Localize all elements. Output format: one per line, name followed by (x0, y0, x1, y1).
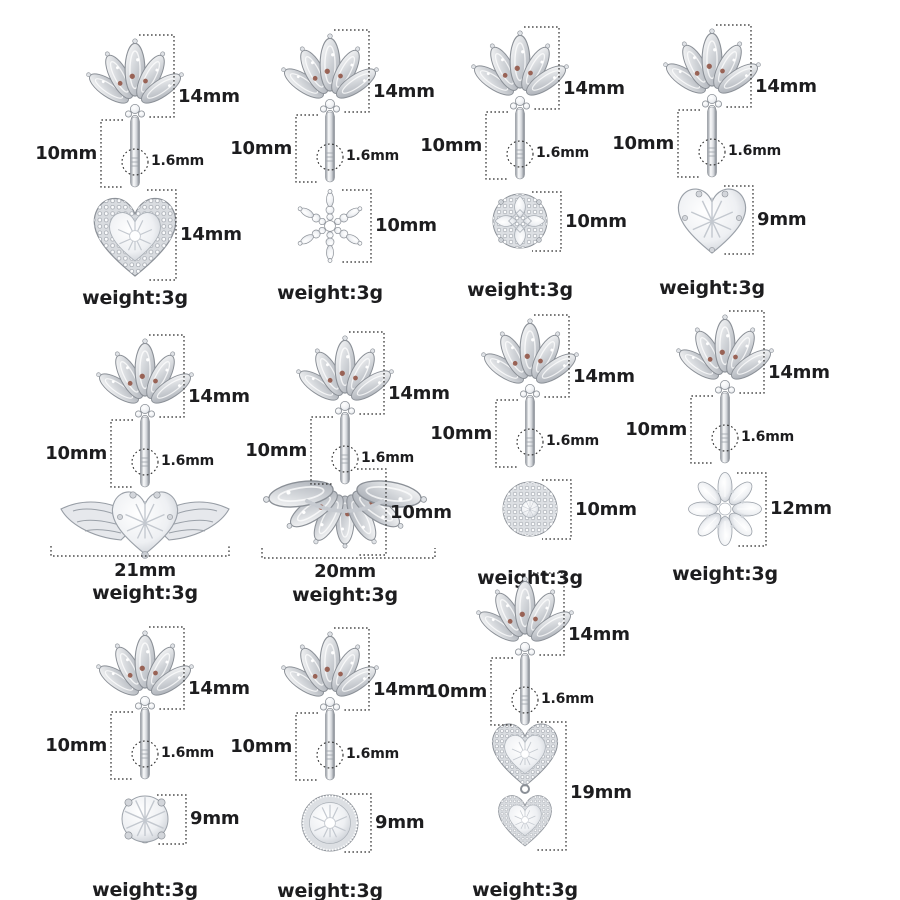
crown-size-label: 14mm (755, 76, 817, 97)
jewelry-illustration (281, 29, 379, 263)
pendant-size-label: 19mm (570, 782, 632, 803)
crown-size-label: 14mm (573, 366, 635, 387)
jewelry-item-snowflake: 14mm 10mm 1.6mm 10mm weight:3g (230, 15, 437, 345)
jewelry-item-pave-halo-heart: 14mm 10mm 1.6mm 14mm weight:3g (35, 20, 242, 350)
weight-label: weight:3g (277, 880, 383, 900)
bar-length-label: 10mm (625, 419, 687, 440)
thread-gauge-label: 1.6mm (361, 450, 414, 466)
thread-gauge-label: 1.6mm (346, 746, 399, 762)
jewelry-illustration (676, 310, 774, 547)
crown-size-label: 14mm (568, 624, 630, 645)
jewelry-illustration (50, 334, 230, 559)
thread-gauge-label: 1.6mm (541, 691, 594, 707)
weight-label: weight:3g (477, 567, 583, 589)
jewelry-item-heart-solitaire: 14mm 10mm 1.6mm 9mm weight:3g (612, 10, 817, 340)
jewelry-illustration (663, 24, 761, 255)
weight-label: weight:3g (292, 584, 398, 606)
thread-gauge-label: 1.6mm (741, 429, 794, 445)
pendant-size-label: 14mm (180, 224, 242, 245)
jewelry-illustration (476, 572, 574, 851)
bar-length-label: 10mm (230, 138, 292, 159)
pendant-size-label: 10mm (375, 215, 437, 236)
thread-gauge-label: 1.6mm (151, 153, 204, 169)
pendant-size-label: 9mm (375, 812, 425, 833)
bar-length-label: 10mm (45, 735, 107, 756)
pendant-size-label: 10mm (390, 502, 452, 523)
jewelry-item-round-halo: 14mm 10mm 1.6mm 9mm weight:3g (230, 613, 435, 900)
bar-length-label: 10mm (230, 736, 292, 757)
thread-gauge-label: 1.6mm (161, 453, 214, 469)
pendant-width-label: 20mm (314, 561, 376, 582)
bar-length-label: 10mm (425, 681, 487, 702)
jewelry-illustration (86, 34, 184, 281)
weight-label: weight:3g (672, 563, 778, 585)
bar-length-label: 10mm (612, 133, 674, 154)
bar-length-label: 10mm (35, 143, 97, 164)
bar-length-label: 10mm (430, 423, 492, 444)
jewelry-item-lotus-fan: 14mm 10mm 1.6mm 10mm 20mm weight:3g (245, 317, 452, 647)
jewelry-illustration (471, 26, 569, 252)
weight-label: weight:3g (659, 277, 765, 299)
jewelry-item-round-solitaire: 14mm 10mm 1.6mm 9mm weight:3g (45, 612, 250, 900)
crown-size-label: 14mm (188, 386, 250, 407)
crown-size-label: 14mm (188, 678, 250, 699)
jewelry-illustration (261, 331, 436, 559)
thread-gauge-label: 1.6mm (536, 145, 589, 161)
crown-size-label: 14mm (388, 383, 450, 404)
thread-gauge-label: 1.6mm (728, 143, 781, 159)
pendant-size-label: 12mm (770, 498, 832, 519)
jewelry-illustration (281, 627, 379, 853)
bar-length-label: 10mm (245, 440, 307, 461)
bar-length-label: 10mm (45, 443, 107, 464)
jewelry-item-double-heart-dangle: 14mm 10mm 1.6mm 19mm weight:3g (425, 558, 632, 900)
bar-length-label: 10mm (420, 135, 482, 156)
jewelry-item-angel-wings-heart: 14mm 10mm 1.6mm 21mm weight:3g (45, 320, 250, 650)
jewelry-item-quad-pave-ball: 14mm 10mm 1.6mm 10mm weight:3g (420, 12, 627, 342)
thread-gauge-label: 1.6mm (546, 433, 599, 449)
pendant-size-label: 10mm (575, 499, 637, 520)
weight-label: weight:3g (92, 879, 198, 900)
pendant-size-label: 9mm (190, 808, 240, 829)
thread-gauge-label: 1.6mm (161, 745, 214, 761)
weight-label: weight:3g (467, 279, 573, 301)
crown-size-label: 14mm (768, 362, 830, 383)
weight-label: weight:3g (92, 582, 198, 604)
jewelry-item-pave-ball-gem: 14mm 10mm 1.6mm 10mm weight:3g (430, 300, 637, 630)
crown-size-label: 14mm (178, 86, 240, 107)
crown-size-label: 14mm (373, 81, 435, 102)
jewelry-illustration (481, 314, 579, 540)
crown-size-label: 14mm (563, 78, 625, 99)
weight-label: weight:3g (82, 287, 188, 309)
pendant-size-label: 9mm (757, 209, 807, 230)
weight-label: weight:3g (472, 879, 578, 900)
thread-gauge-label: 1.6mm (346, 148, 399, 164)
jewelry-item-crystal-flower: 14mm 10mm 1.6mm 12mm weight:3g (625, 296, 832, 626)
jewelry-illustration (96, 626, 194, 845)
weight-label: weight:3g (277, 282, 383, 304)
pendant-width-label: 21mm (114, 560, 176, 581)
crown-size-label: 14mm (373, 679, 435, 700)
pendant-size-label: 10mm (565, 211, 627, 232)
